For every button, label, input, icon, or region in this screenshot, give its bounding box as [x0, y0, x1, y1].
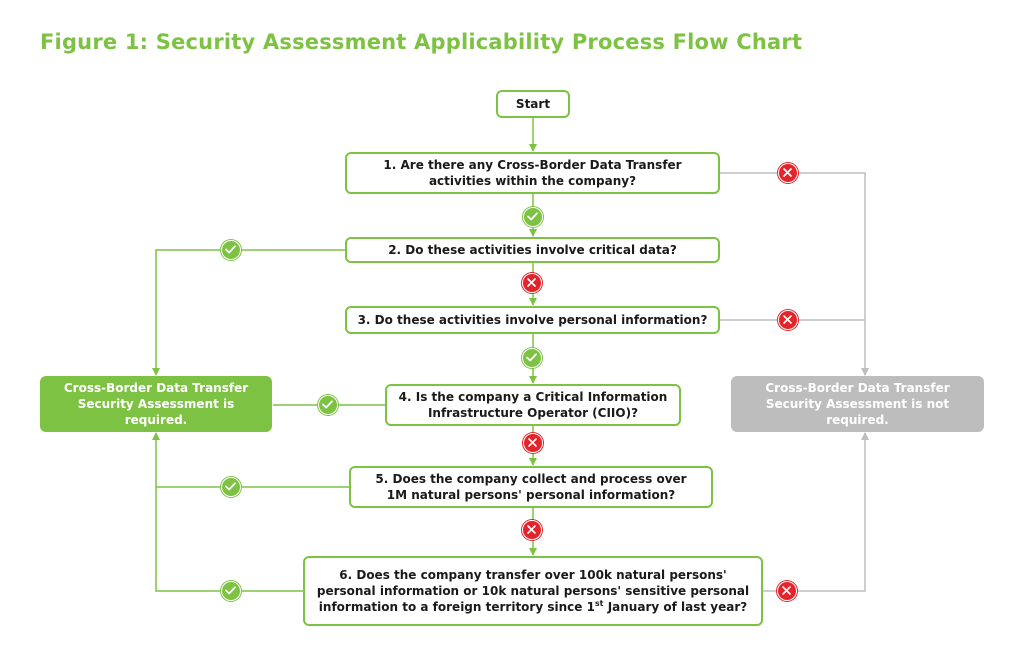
question-5-line-1: 5. Does the company collect and process …: [375, 472, 687, 486]
cross-icon: [778, 310, 798, 330]
outcome-not-required: Cross-Border Data Transfer Security Asse…: [731, 376, 984, 432]
question-5-box: 5. Does the company collect and process …: [349, 466, 713, 508]
question-5-line-2: 1M natural persons' personal information…: [386, 488, 676, 502]
outcome-not-required-line-1: Cross-Border Data Transfer Security: [765, 381, 950, 411]
question-6-superscript: st: [594, 599, 604, 608]
connector-q6-not-required: [763, 432, 869, 592]
question-6-line-1: 6. Does the company transfer over 100k n…: [339, 568, 727, 582]
question-6-line-2: personal information or 10k natural pers…: [316, 584, 750, 598]
outcome-required: Cross-Border Data Transfer Security Asse…: [40, 376, 272, 432]
connector-q2-required: [152, 249, 345, 376]
connector-q1-not-required: [720, 172, 869, 376]
question-6-line-3-tail: January of last year?: [603, 600, 748, 614]
check-icon: [318, 395, 338, 415]
outcome-required-line-1: Cross-Border Data Transfer: [63, 381, 249, 395]
start-node: Start: [496, 90, 570, 118]
cross-icon: [522, 273, 542, 293]
figure-title: Figure 1: Security Assessment Applicabil…: [40, 30, 803, 54]
question-3-text: 3. Do these activities involve personal …: [357, 313, 708, 327]
question-6-line-3-text: information to a foreign territory since…: [318, 600, 595, 614]
check-icon: [522, 348, 542, 368]
question-6-box: 6. Does the company transfer over 100k n…: [303, 556, 763, 626]
outcome-not-required-line-2: Assessment is not required.: [826, 397, 950, 427]
outcome-required-line-2: Security Assessment is required.: [77, 397, 235, 427]
check-icon: [221, 240, 241, 260]
check-icon: [221, 477, 241, 497]
cross-icon: [522, 520, 542, 540]
connector-q6-required: [152, 432, 303, 592]
cross-icon: [778, 163, 798, 183]
question-2-text: 2. Do these activities involve critical …: [388, 243, 677, 257]
check-icon: [523, 207, 543, 227]
question-4-line-1: 4. Is the company a Critical Information: [398, 390, 668, 404]
cross-icon: [777, 581, 797, 601]
question-1-box: 1. Are there any Cross-Border Data Trans…: [345, 152, 720, 194]
start-label: Start: [515, 97, 551, 111]
question-2-box: 2. Do these activities involve critical …: [345, 237, 720, 263]
cross-icon: [523, 433, 543, 453]
check-icon: [221, 581, 241, 601]
question-1-line-2: activities within the company?: [428, 174, 637, 188]
question-1-line-1: 1. Are there any Cross-Border Data Trans…: [383, 158, 682, 172]
question-4-box: 4. Is the company a Critical Information…: [385, 384, 681, 426]
question-6-line-3: information to a foreign territory since…: [317, 599, 749, 615]
question-4-line-2: Infrastructure Operator (CIIO)?: [427, 406, 639, 420]
question-3-box: 3. Do these activities involve personal …: [345, 306, 720, 334]
